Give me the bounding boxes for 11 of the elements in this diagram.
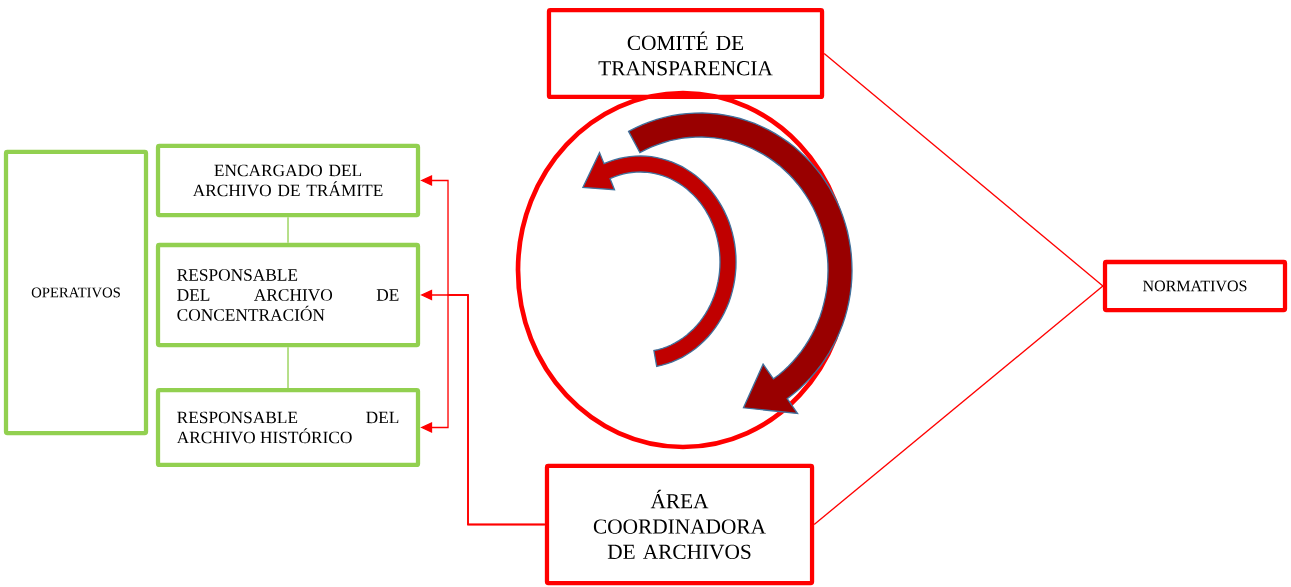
connector-line: [823, 52, 1104, 287]
connector-line: [287, 216, 289, 244]
role-box: ÁREA COORDINADORA DE ARCHIVOS: [544, 463, 815, 586]
connector-line: [287, 346, 289, 389]
role-box: RESPONSABLE DEL ARCHIVO HISTÓRICO: [155, 387, 421, 468]
connector-line: [813, 285, 1104, 526]
role-box: ENCARGADO DEL ARCHIVO DE TRÁMITE: [155, 143, 421, 218]
group-box: OPERATIVOS: [3, 149, 149, 436]
role-box: NORMATIVOS: [1102, 259, 1288, 313]
role-box: RESPONSABLE DEL ARCHIVO DE CONCENTRACIÓN: [155, 242, 421, 348]
role-box: COMITÉ DE TRANSPARENCIA: [546, 7, 825, 100]
